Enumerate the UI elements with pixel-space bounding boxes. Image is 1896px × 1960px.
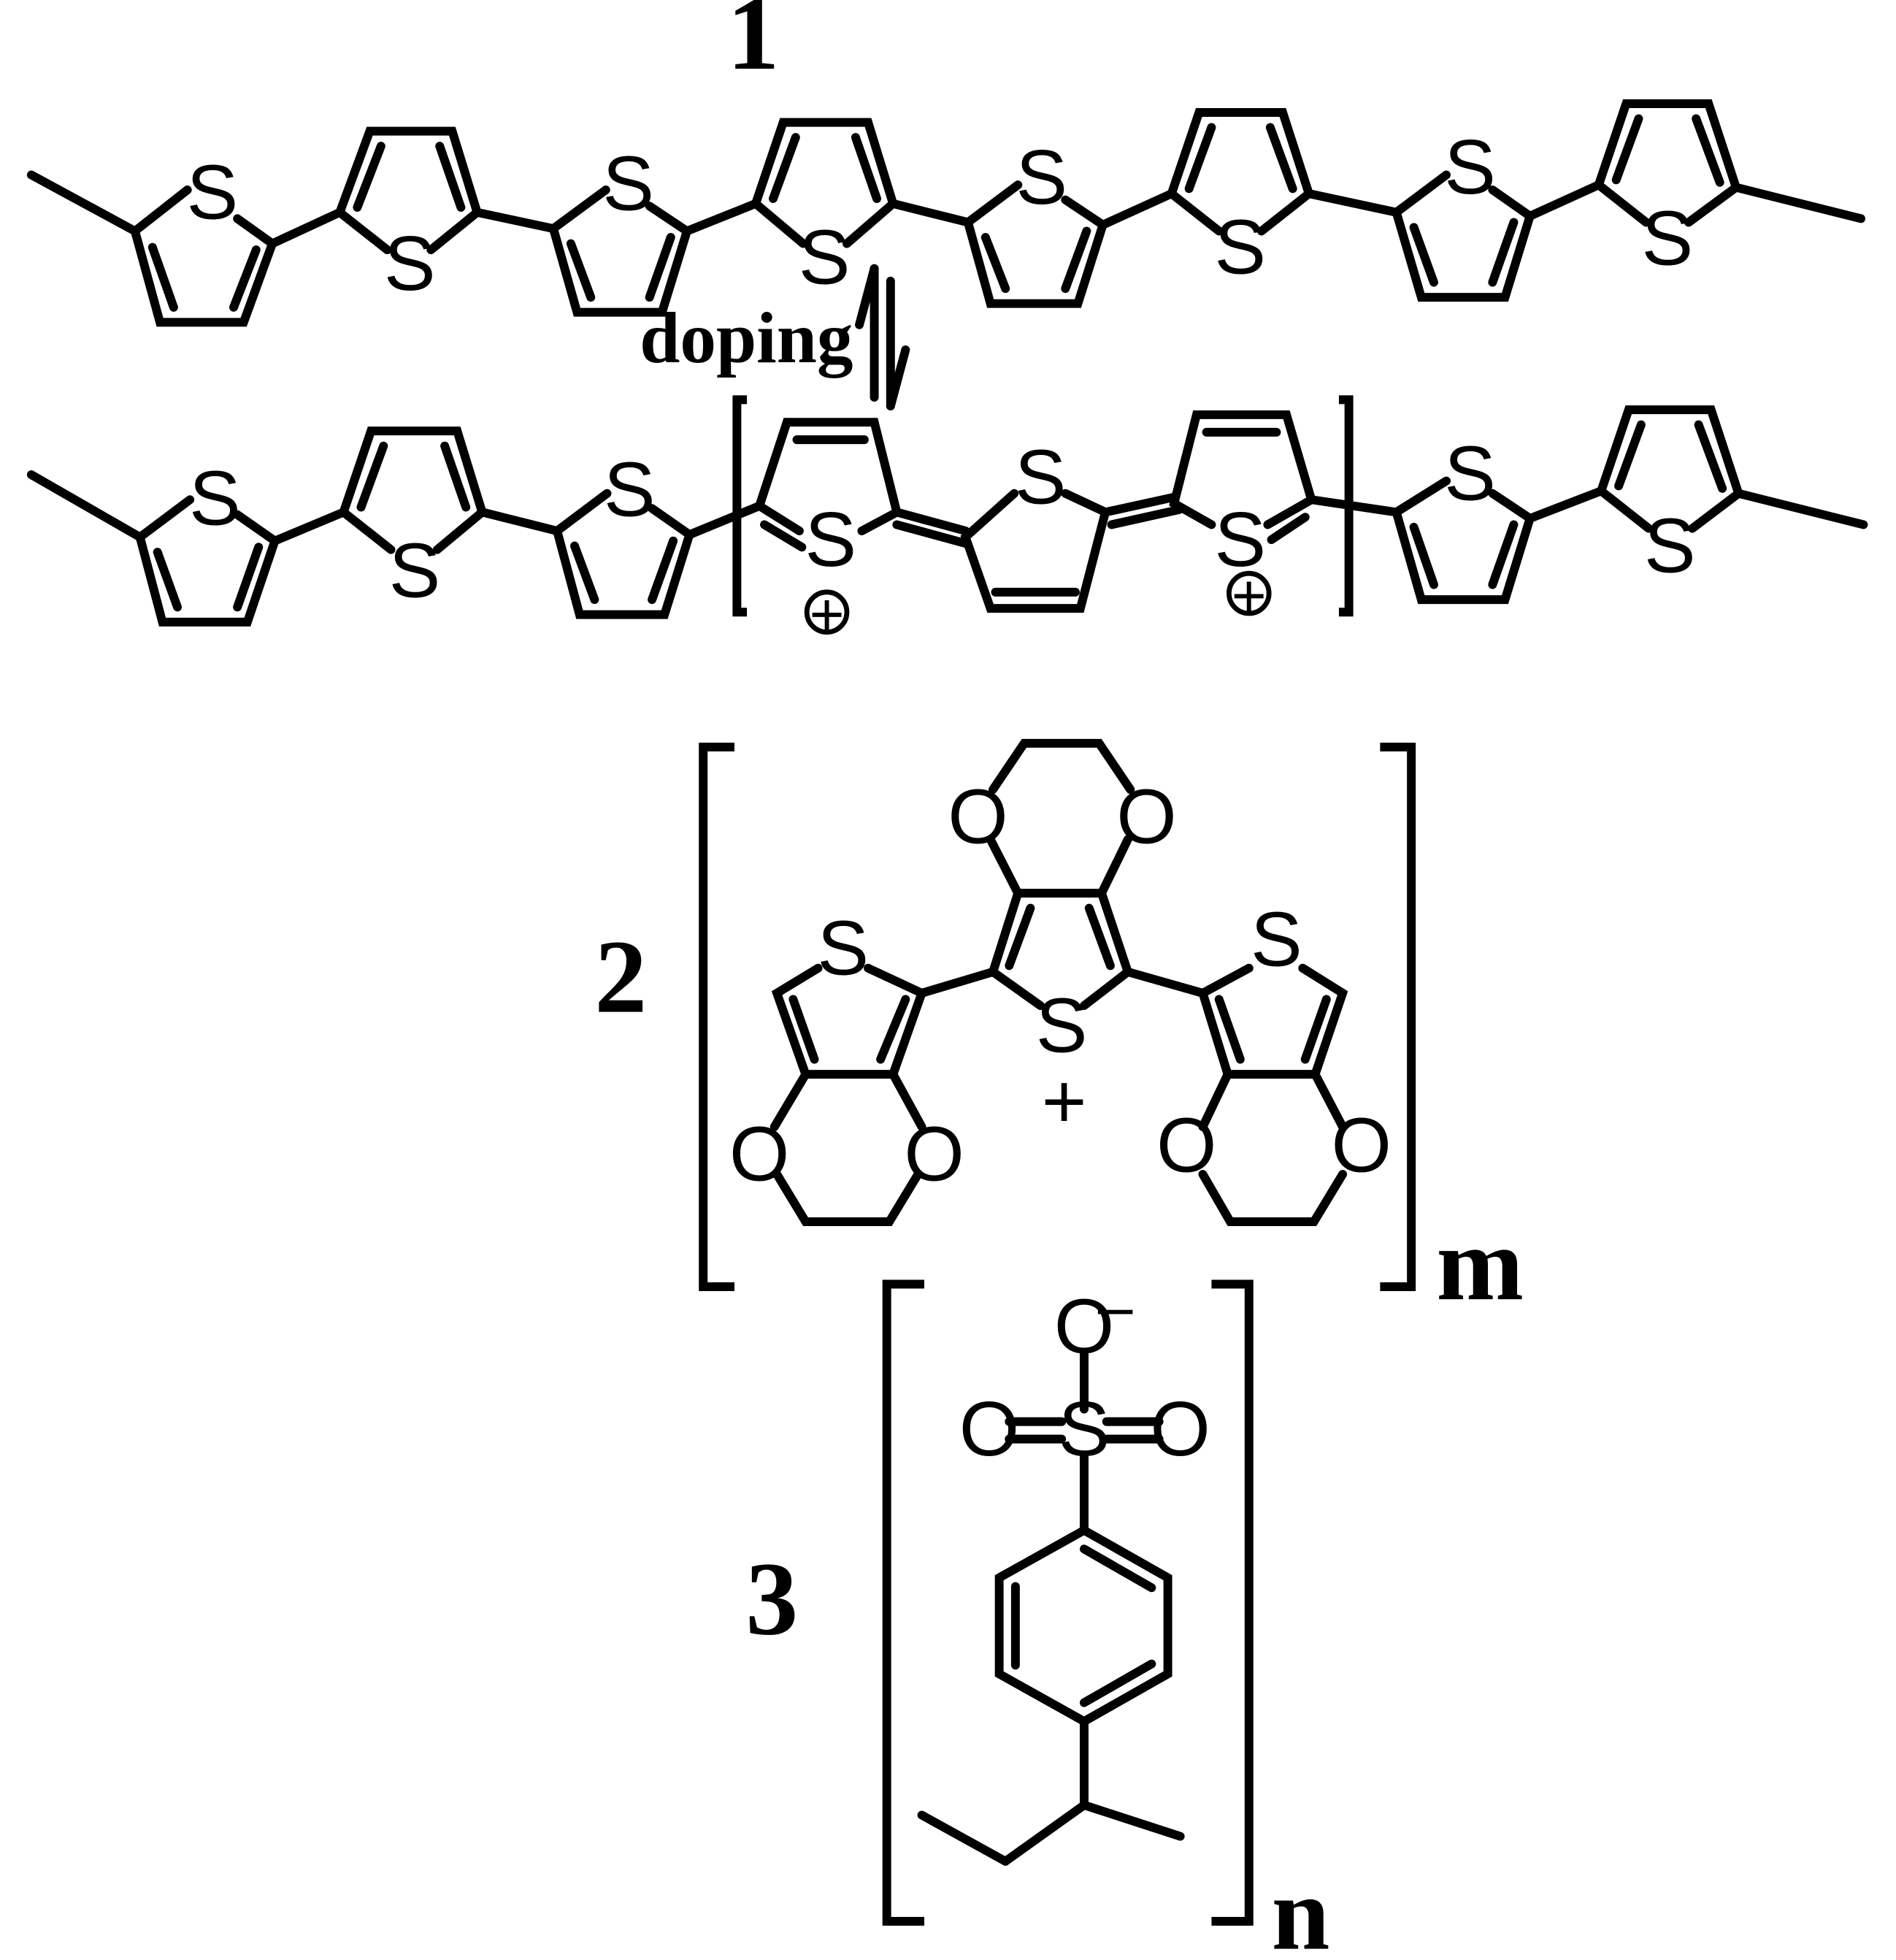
pedot-heteroatoms: O O S S S O O O O [729,774,1392,1198]
svg-text:O: O [904,1111,964,1198]
svg-text:S: S [187,149,239,235]
svg-text:S: S [1036,982,1088,1068]
equilibrium-arrows [855,264,910,410]
negative-charge: – [1098,1272,1133,1341]
repeat-m-label: m [1436,1206,1524,1322]
bipolaron-left-bracket [732,395,748,617]
pedot-right-bracket [1380,742,1416,1291]
svg-text:O: O [1156,1103,1217,1189]
svg-text:S: S [1015,434,1067,520]
pss-right-bracket [1211,1279,1254,1926]
row2-sulfur-atoms: S S S S S S S S [189,430,1696,613]
pedot-trimer [769,738,1348,1226]
doping-label: doping [640,299,853,378]
svg-text:S: S [189,455,241,541]
svg-text:O: O [1150,1386,1210,1472]
repeat-n-label: n [1272,1856,1330,1960]
compound-3-label: 3 [745,1542,798,1658]
svg-text:O: O [959,1386,1020,1472]
pedot-positive-charge: + [1042,1059,1087,1145]
svg-text:S: S [1444,124,1496,210]
doped-oligothiophene-chain [26,405,1868,627]
svg-text:+: + [1232,562,1267,629]
polystyrene-sulfonate [917,1348,1185,1866]
bipolaron-right-bracket [1338,395,1354,617]
svg-text:S: S [1641,196,1693,282]
svg-text:O: O [948,774,1008,860]
positive-charge-1: + [804,581,850,648]
svg-text:S: S [604,446,656,532]
svg-text:S: S [384,221,436,307]
svg-text:O: O [1054,1284,1115,1370]
svg-text:S: S [389,528,441,614]
pedot-left-bracket [699,742,734,1291]
pss-left-bracket [882,1279,924,1926]
compound-2-label: 2 [594,919,647,1035]
svg-text:S: S [1016,134,1067,221]
svg-text:S: S [799,214,851,300]
svg-text:S: S [1644,502,1696,589]
svg-text:S: S [1251,896,1302,982]
svg-text:S: S [1214,497,1266,583]
svg-text:O: O [1116,774,1177,860]
svg-text:S: S [1214,204,1266,291]
compound-1-label: 1 [727,0,780,92]
svg-text:S: S [1444,430,1496,516]
svg-text:O: O [1331,1103,1391,1189]
svg-text:S: S [805,497,856,583]
positive-charge-2: + [1226,562,1272,629]
svg-text:+: + [810,581,845,648]
row1-sulfur-atoms: S S S S S S S S [187,124,1694,307]
svg-text:O: O [729,1111,790,1198]
svg-text:S: S [602,140,654,226]
pss-heteroatoms: O – S O O [959,1272,1210,1471]
svg-text:S: S [817,905,869,991]
svg-text:S: S [1059,1386,1110,1472]
neutral-oligothiophene-chain [26,99,1865,327]
